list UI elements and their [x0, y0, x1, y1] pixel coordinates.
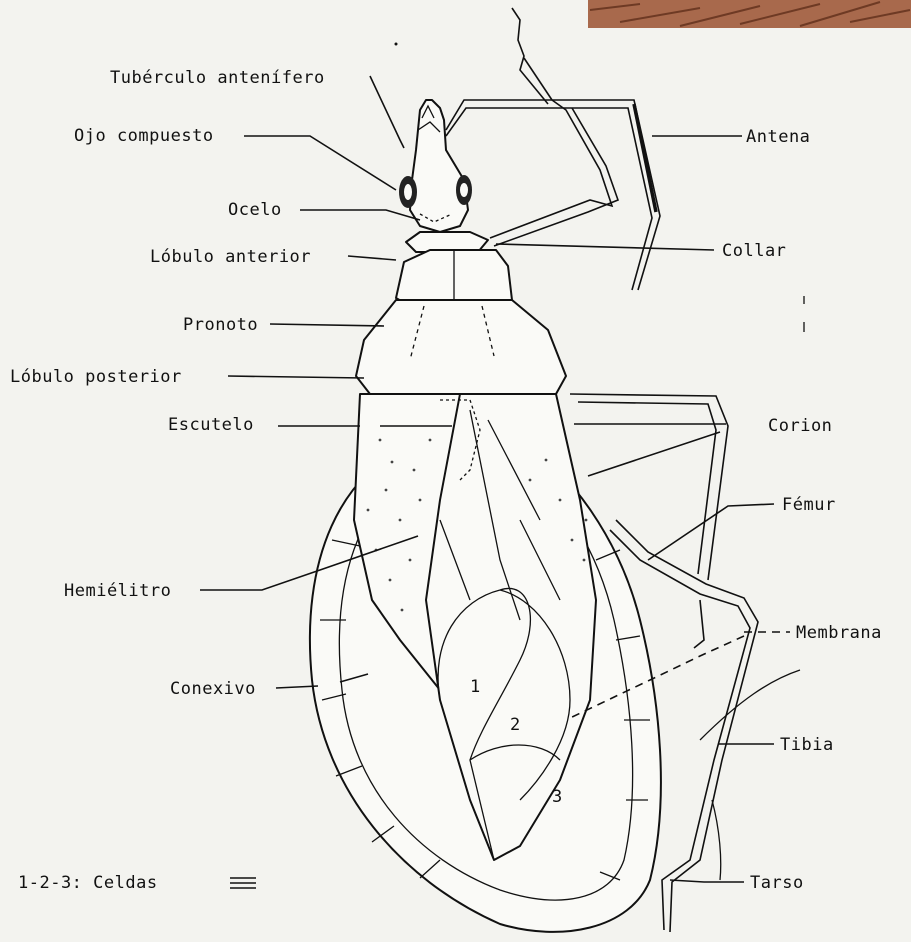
label-conexivo: Conexivo [170, 679, 256, 699]
front-leg-b [494, 108, 618, 246]
leader-corion [574, 424, 726, 476]
leader-tarso [670, 880, 744, 882]
leader-tuberculo [370, 76, 404, 148]
leader-lobulo-posterior [228, 376, 364, 378]
label-ojo-compuesto: Ojo compuesto [74, 126, 214, 146]
cell-number-1: 1 [470, 677, 481, 697]
leader-collar [496, 244, 714, 250]
cell-number-3: 3 [552, 787, 563, 807]
label-lobulo-posterior: Lóbulo posterior [10, 367, 182, 387]
legend-hatch-icon [230, 878, 256, 888]
leader-pronoto [270, 324, 384, 326]
front-leg [490, 100, 612, 238]
cell-number-2: 2 [510, 715, 521, 735]
label-tuberculo-antenifero: Tubérculo antenífero [110, 68, 325, 88]
label-femur: Fémur [782, 495, 836, 515]
head [410, 100, 468, 232]
label-membrana: Membrana [796, 623, 882, 643]
antenna-upper [512, 8, 548, 104]
leader-ocelo [300, 210, 420, 220]
leader-lobulo-anterior [348, 256, 396, 260]
label-hemielitro: Hemiélitro [64, 581, 171, 601]
label-escutelo: Escutelo [168, 415, 254, 435]
antenna-thick [634, 104, 656, 212]
label-pronoto: Pronoto [183, 315, 258, 335]
label-ocelo: Ocelo [228, 200, 282, 220]
label-tibia: Tibia [780, 735, 834, 755]
label-antena: Antena [746, 127, 810, 147]
label-corion: Corion [768, 416, 832, 436]
pronotum-posterior-lobe [356, 300, 566, 394]
label-tarso: Tarso [750, 873, 804, 893]
label-lobulo-anterior: Lóbulo anterior [150, 247, 311, 267]
label-collar: Collar [722, 241, 786, 261]
legend-text: 1-2-3: Celdas [18, 873, 158, 893]
leader-ojo [244, 136, 396, 190]
